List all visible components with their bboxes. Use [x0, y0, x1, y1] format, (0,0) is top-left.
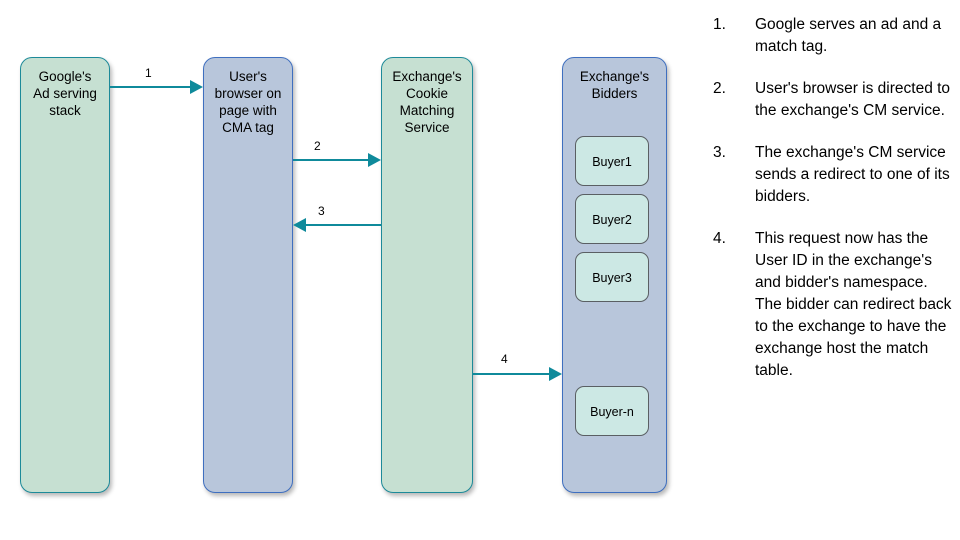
buyer-chip[interactable]: Buyer2 — [575, 194, 649, 244]
buyer-chip-label: Buyer3 — [592, 271, 632, 285]
step-item: 1. Google serves an ad and a match tag. — [705, 14, 955, 58]
buyer-chip-label: Buyer-n — [590, 405, 634, 419]
step-number: 3. — [713, 144, 726, 161]
buyer-chip[interactable]: Buyer1 — [575, 136, 649, 186]
arrow-3-label: 3 — [318, 204, 325, 218]
lane-exchange-bidders-label: Exchange's Bidders — [579, 69, 650, 101]
arrow-2-label: 2 — [314, 139, 321, 153]
arrow-1-head-icon — [190, 80, 203, 94]
arrow-2-line — [293, 159, 369, 161]
steps-list: 1. Google serves an ad and a match tag. … — [705, 14, 955, 402]
buyer-chip-label: Buyer2 — [592, 213, 632, 227]
step-number: 2. — [713, 80, 726, 97]
arrow-4-label: 4 — [501, 352, 508, 366]
arrow-3-line — [305, 224, 381, 226]
arrow-2-head-icon — [368, 153, 381, 167]
step-text: The exchange's CM service sends a redire… — [755, 144, 950, 205]
step-number: 1. — [713, 16, 726, 33]
step-number: 4. — [713, 230, 726, 247]
arrow-3-head-icon — [293, 218, 306, 232]
arrow-4-head-icon — [549, 367, 562, 381]
step-text: Google serves an ad and a match tag. — [755, 16, 942, 55]
arrow-1-line — [110, 86, 192, 88]
lane-exchange-cookie-matching-service: Exchange's Cookie Matching Service — [381, 57, 473, 493]
buyer-chip-label: Buyer1 — [592, 155, 632, 169]
step-item: 3. The exchange's CM service sends a red… — [705, 142, 955, 208]
step-item: 4. This request now has the User ID in t… — [705, 228, 955, 382]
lane-google-ad-serving-stack-label: Google's Ad serving stack — [33, 69, 97, 118]
step-text: User's browser is directed to the exchan… — [755, 80, 951, 119]
lane-users-browser: User's browser on page with CMA tag — [203, 57, 293, 493]
lane-users-browser-label: User's browser on page with CMA tag — [214, 69, 282, 135]
lane-exchange-cookie-matching-service-label: Exchange's Cookie Matching Service — [392, 69, 462, 135]
arrow-1-label: 1 — [145, 66, 152, 80]
step-item: 2. User's browser is directed to the exc… — [705, 78, 955, 122]
lane-google-ad-serving-stack: Google's Ad serving stack — [20, 57, 110, 493]
lane-exchange-bidders: Exchange's Bidders Buyer1 Buyer2 Buyer3 … — [562, 57, 667, 493]
buyer-chip[interactable]: Buyer-n — [575, 386, 649, 436]
buyer-chip[interactable]: Buyer3 — [575, 252, 649, 302]
arrow-4-line — [473, 373, 550, 375]
step-text: This request now has the User ID in the … — [755, 230, 952, 379]
